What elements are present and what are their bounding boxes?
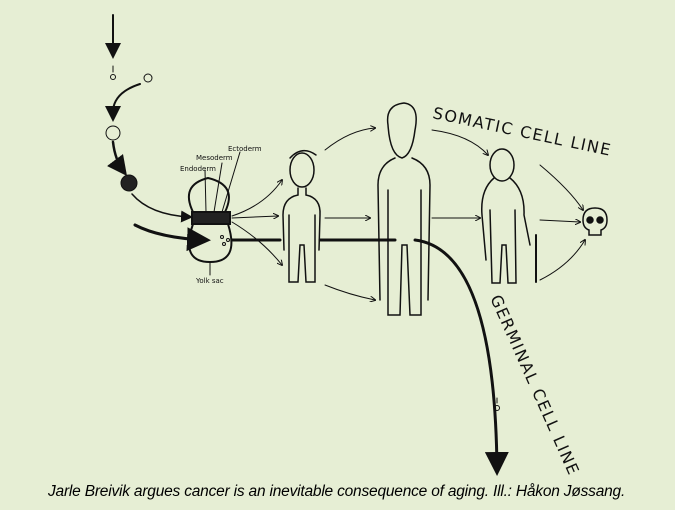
elderly-figure <box>481 148 537 284</box>
embryo <box>188 176 233 264</box>
somatic-cell-line-label: SOMATIC CELL LINE <box>431 103 613 160</box>
endoderm-label: Endoderm <box>180 165 216 173</box>
child-figure <box>282 149 321 283</box>
sperm-icon <box>110 65 116 80</box>
sperm-icon <box>494 397 500 411</box>
germ-line-arrow <box>133 223 211 252</box>
skull-icon <box>582 207 608 236</box>
egg-icon <box>143 73 153 83</box>
caption: Jarle Breivik argues cancer is an inevit… <box>48 483 626 500</box>
morula-icon <box>120 174 138 192</box>
ectoderm-label: Ectoderm <box>228 145 262 153</box>
germinal-cell-line-label: GERMINAL CELL LINE <box>486 292 583 479</box>
adult-figure <box>377 102 431 316</box>
zygote-icon <box>105 125 121 141</box>
yolk-sac-label: Yolk sac <box>195 277 224 285</box>
mesoderm-label: Mesoderm <box>196 154 233 162</box>
